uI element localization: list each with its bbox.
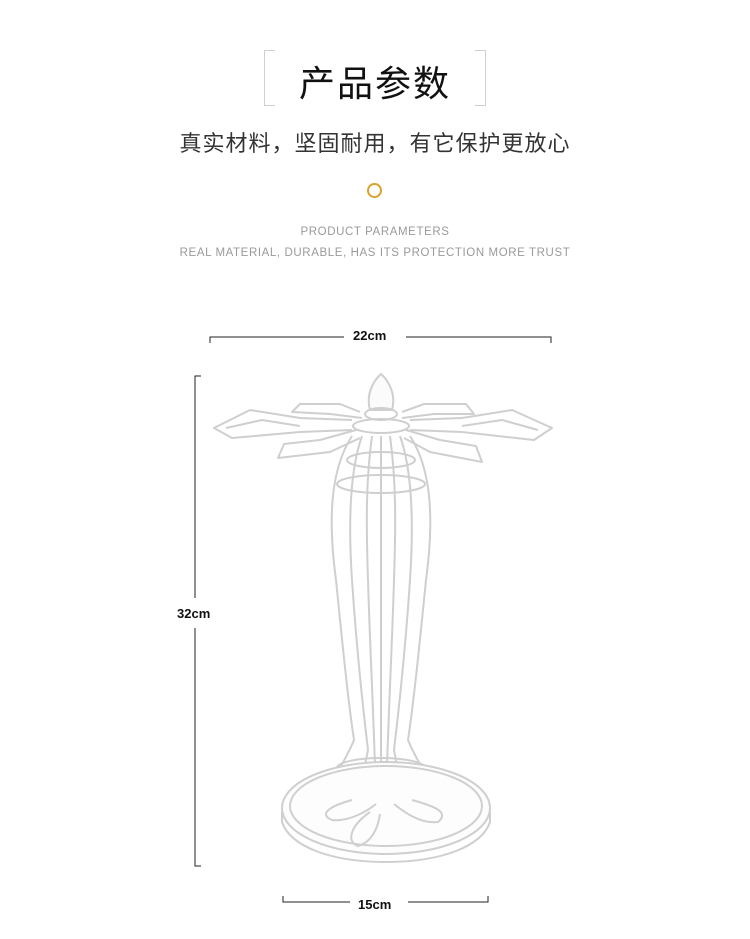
height-dimension-line [194, 375, 201, 867]
title-bracket-right [475, 50, 486, 106]
height-label: 32cm [173, 606, 215, 621]
title-frame: 产品参数 [264, 50, 486, 106]
base-label: 15cm [354, 897, 396, 912]
page-title: 产品参数 [298, 64, 451, 105]
width-label: 22cm [349, 328, 391, 343]
title-bracket-left [264, 50, 275, 106]
wire-stand-illustration [213, 373, 553, 863]
english-heading: PRODUCT PARAMETERS [300, 226, 450, 238]
accent-circle-icon [367, 183, 382, 198]
english-tagline: REAL MATERIAL, DURABLE, HAS ITS PROTECTI… [179, 247, 571, 259]
base-dimension-line [282, 896, 489, 903]
subtitle: 真实材料，坚固耐用，有它保护更放心 [179, 132, 571, 157]
width-dimension-line [209, 336, 552, 343]
